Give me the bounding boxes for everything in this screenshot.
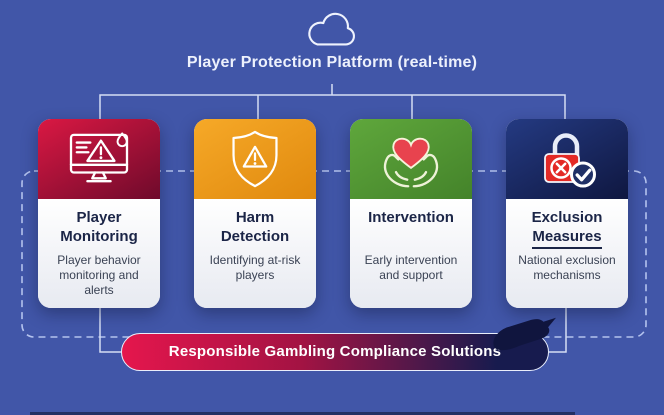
cloud-icon — [308, 12, 355, 46]
card-header — [506, 119, 628, 199]
card-body: Exclusion Measures National exclusion me… — [506, 199, 628, 308]
card-description: Early intervention and support — [364, 253, 458, 282]
card-description: Player behavior monitoring and alerts — [57, 253, 141, 297]
shield-alert-icon — [232, 130, 278, 188]
card-title: Intervention — [368, 209, 454, 226]
monitor-alert-icon — [69, 132, 129, 183]
top-tree-connector — [99, 84, 566, 119]
card-body: Player Monitoring Player behavior monito… — [38, 199, 160, 308]
card-exclusion-measures: Exclusion Measures National exclusion me… — [506, 119, 628, 308]
card-title: Player Monitoring — [60, 209, 138, 245]
dashed-boundary — [21, 170, 647, 338]
page-title: Player Protection Platform (real-time) — [186, 54, 478, 71]
lock-check-icon — [544, 133, 596, 188]
card-header — [350, 119, 472, 199]
bottom-edge-artifact — [30, 412, 575, 415]
card-body: Harm Detection Identifying at-risk playe… — [194, 199, 316, 308]
card-title: Exclusion Measures — [532, 208, 602, 253]
card-title: Harm Detection — [220, 209, 290, 245]
card-player-monitoring: Player Monitoring Player behavior monito… — [38, 119, 160, 308]
cursor-hand-artifact — [493, 317, 556, 351]
bottom-connectors — [99, 308, 567, 353]
banner-label: Responsible Gambling Compliance Solution… — [168, 343, 502, 360]
hands-heart-icon — [383, 137, 439, 188]
card-body: Intervention Early intervention and supp… — [350, 199, 472, 308]
compliance-banner: Responsible Gambling Compliance Solution… — [121, 333, 549, 371]
card-header — [38, 119, 160, 199]
card-description: National exclusion mechanisms — [518, 253, 616, 282]
card-harm-detection: Harm Detection Identifying at-risk playe… — [194, 119, 316, 308]
card-description: Identifying at-risk players — [209, 253, 301, 282]
card-header — [194, 119, 316, 199]
card-intervention: Intervention Early intervention and supp… — [350, 119, 472, 308]
